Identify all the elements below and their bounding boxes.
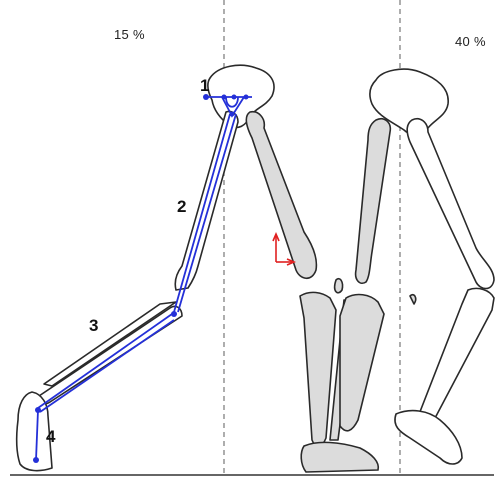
skeleton-figure-15 [17,65,379,472]
segment-label-1: 1 [200,76,209,96]
segment-label-2: 2 [177,197,186,217]
joint-point [35,407,41,413]
femur-white-2 [407,119,494,289]
knee-cap-far [335,279,343,293]
tibia-near [36,306,182,404]
joint-point [33,457,39,463]
foot-far [301,442,378,472]
foot-white-2 [395,411,462,464]
joint-point [244,95,249,100]
femur-far [246,112,316,279]
joint-point [230,112,235,117]
phase-label-40: 40 % [455,34,486,49]
tibia-far [300,292,336,446]
skeleton-figure-40 [340,69,494,464]
phase-label-15: 15 % [114,27,145,42]
tibia-white-2 [416,288,494,427]
fibula-near [44,302,176,386]
kneecap-2 [410,295,416,304]
joint-point [222,95,227,100]
segment-label-3: 3 [89,316,98,336]
joint-point [171,311,177,317]
joint-point [232,95,237,100]
femur-grey-2 [356,119,391,284]
tibia-grey-2 [340,295,384,431]
segment-model [36,97,252,460]
segment-label-4: 4 [46,427,55,447]
